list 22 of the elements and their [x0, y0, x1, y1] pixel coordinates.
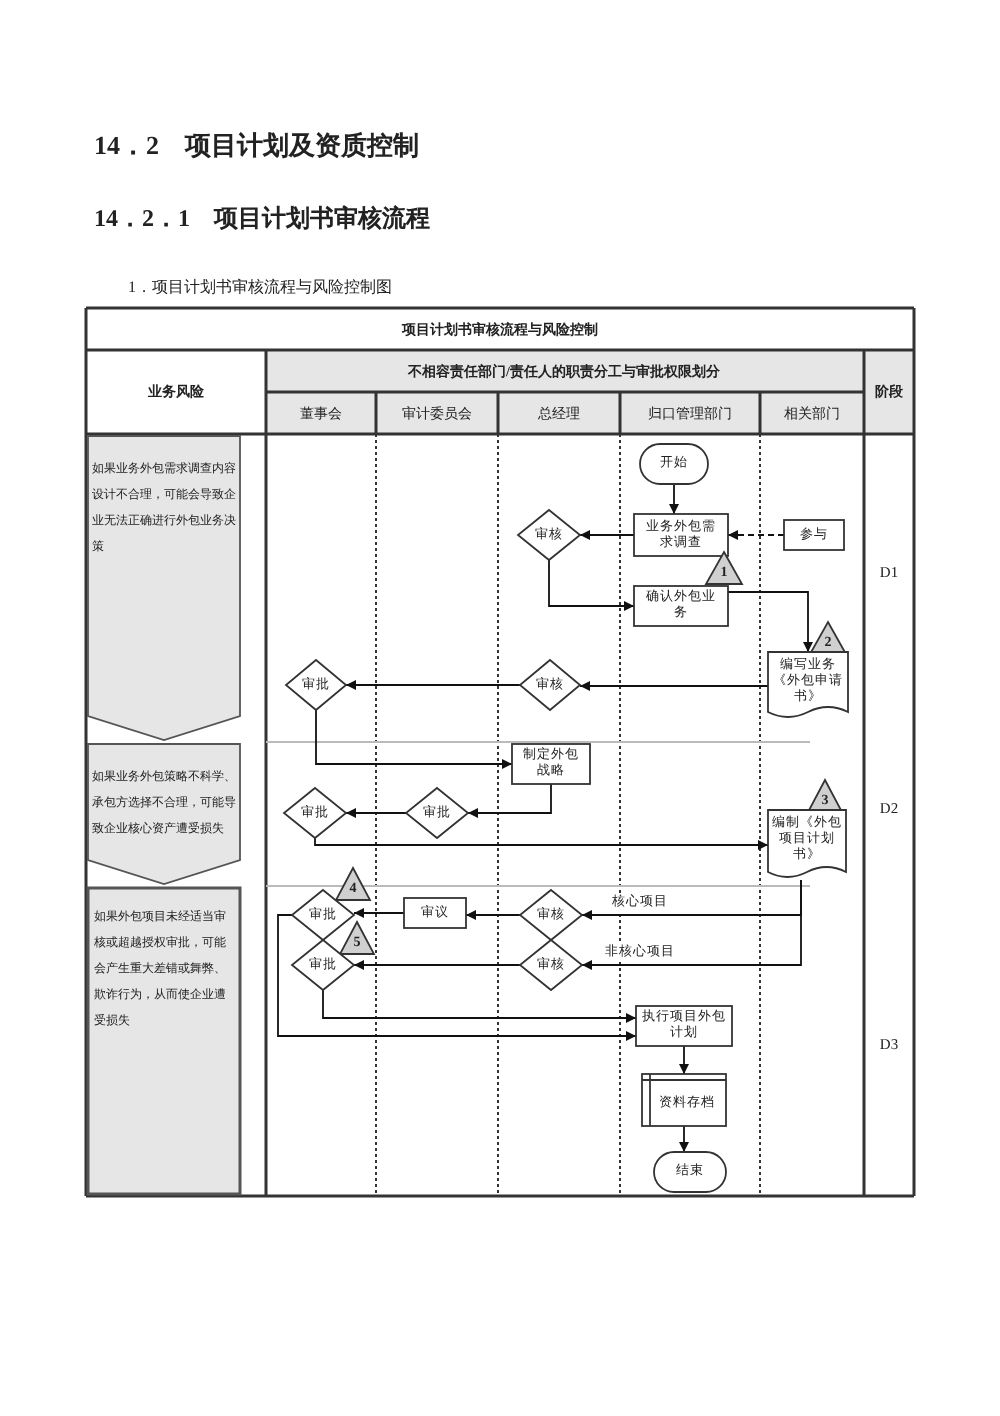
arrow	[345, 808, 407, 818]
arrow	[579, 681, 769, 691]
arrow	[353, 908, 405, 918]
arrow	[579, 530, 635, 540]
arrow	[345, 680, 521, 690]
arrow	[679, 1125, 689, 1153]
arrow	[548, 559, 635, 611]
section-heading: 14．2 项目计划及资质控制	[94, 128, 419, 164]
arrow	[679, 1045, 689, 1075]
arrow	[465, 910, 521, 920]
figure-caption: 1．项目计划书审核流程与风险控制图	[128, 276, 392, 298]
arrow	[315, 709, 513, 769]
arrow	[314, 837, 769, 850]
arrow	[669, 483, 679, 515]
arrow	[322, 989, 637, 1023]
subsection-heading: 14．2．1 项目计划书审核流程	[94, 202, 430, 236]
arrow	[727, 530, 785, 540]
arrow	[467, 783, 552, 818]
arrow	[581, 879, 802, 970]
arrow	[353, 960, 521, 970]
arrow	[727, 591, 813, 653]
arrow	[277, 914, 637, 1041]
